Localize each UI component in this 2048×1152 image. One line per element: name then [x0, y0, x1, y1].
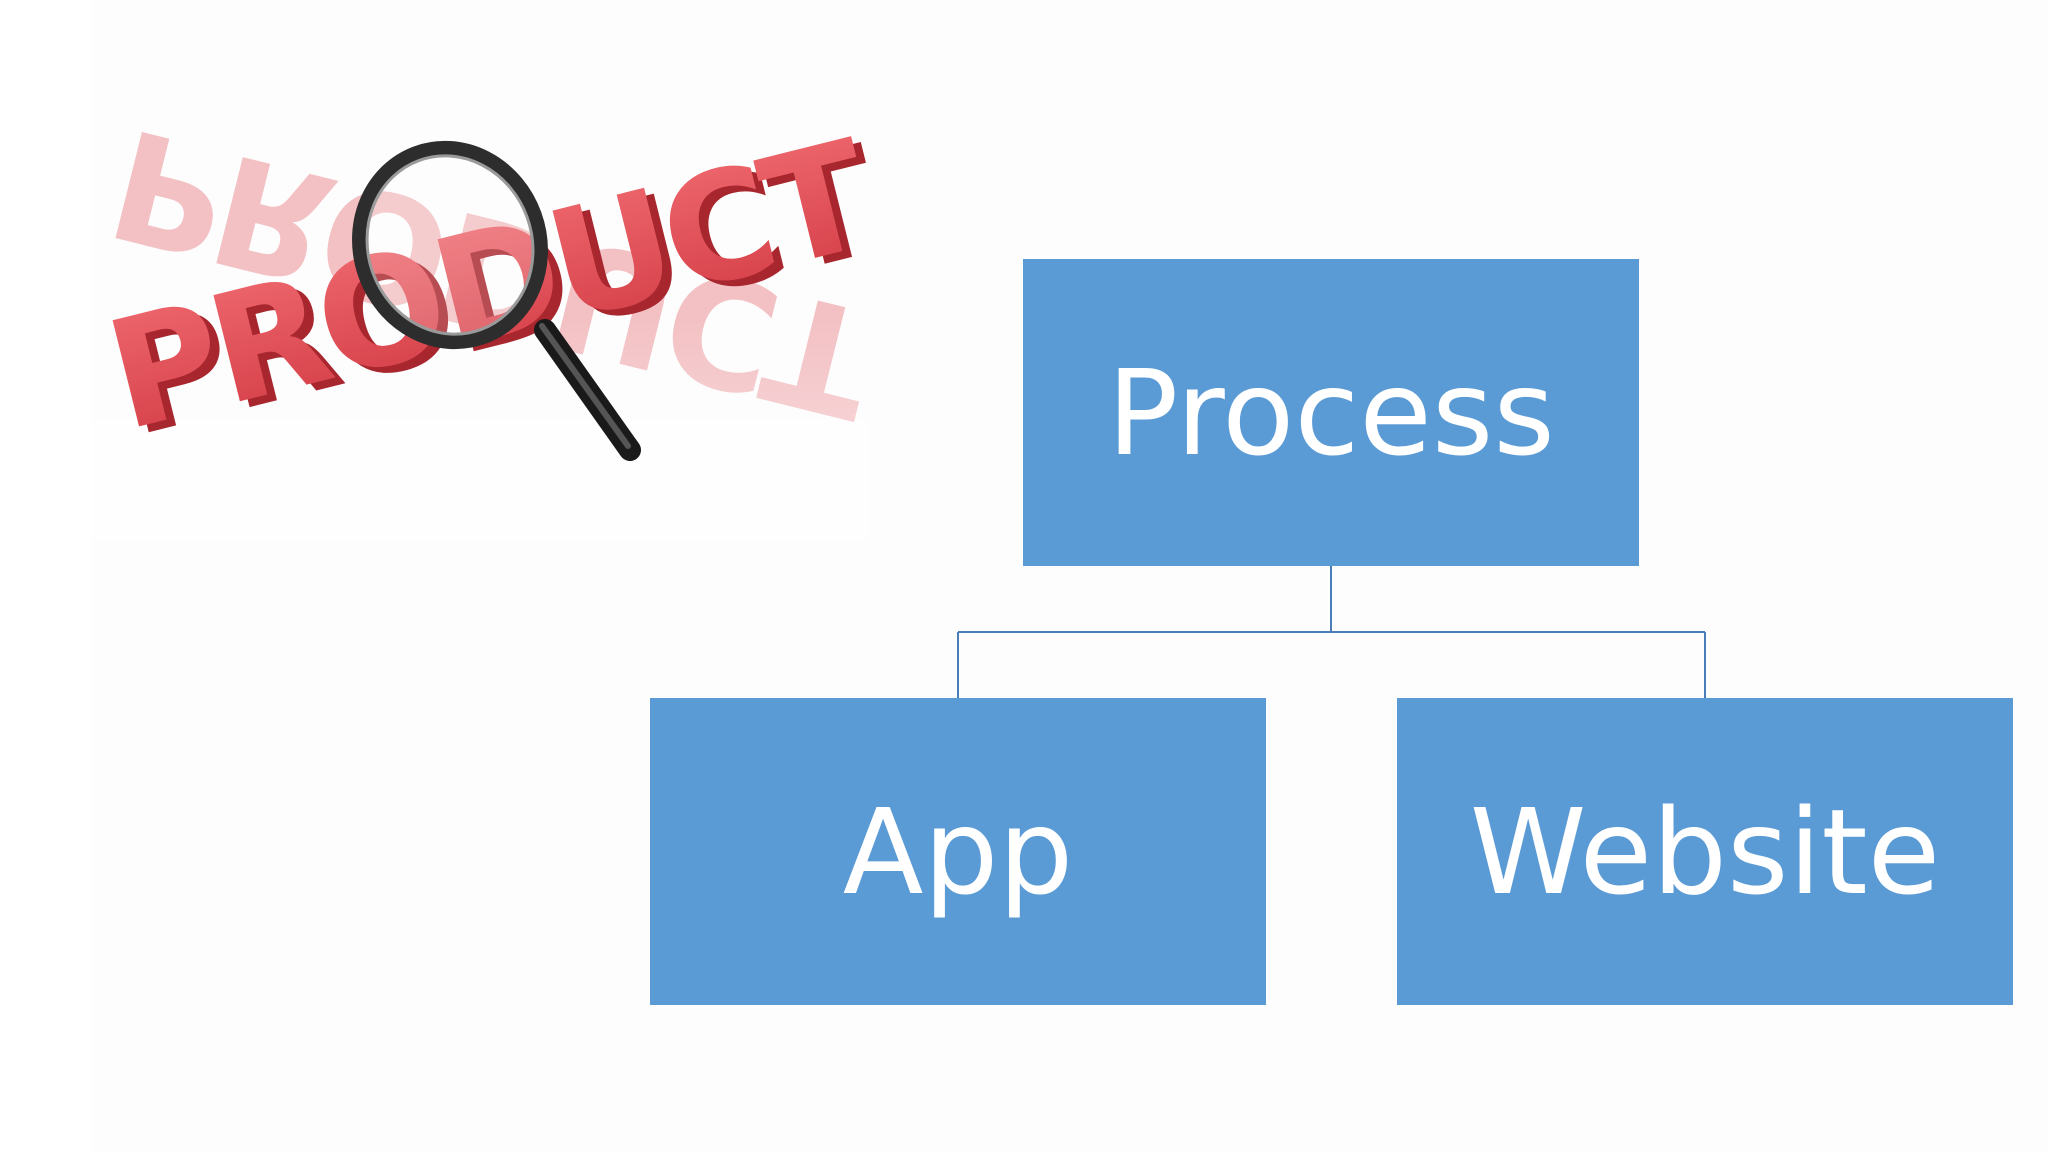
process-node: Process [1023, 259, 1639, 566]
product-logo: PRODUCT PRODUCT PRODUCT [90, 94, 870, 540]
app-node-label: App [842, 782, 1074, 921]
website-node: Website [1397, 698, 2013, 1005]
website-node-label: Website [1469, 782, 1941, 921]
app-node: App [650, 698, 1266, 1005]
magnifying-glass-icon [352, 140, 641, 461]
process-node-label: Process [1107, 343, 1555, 482]
